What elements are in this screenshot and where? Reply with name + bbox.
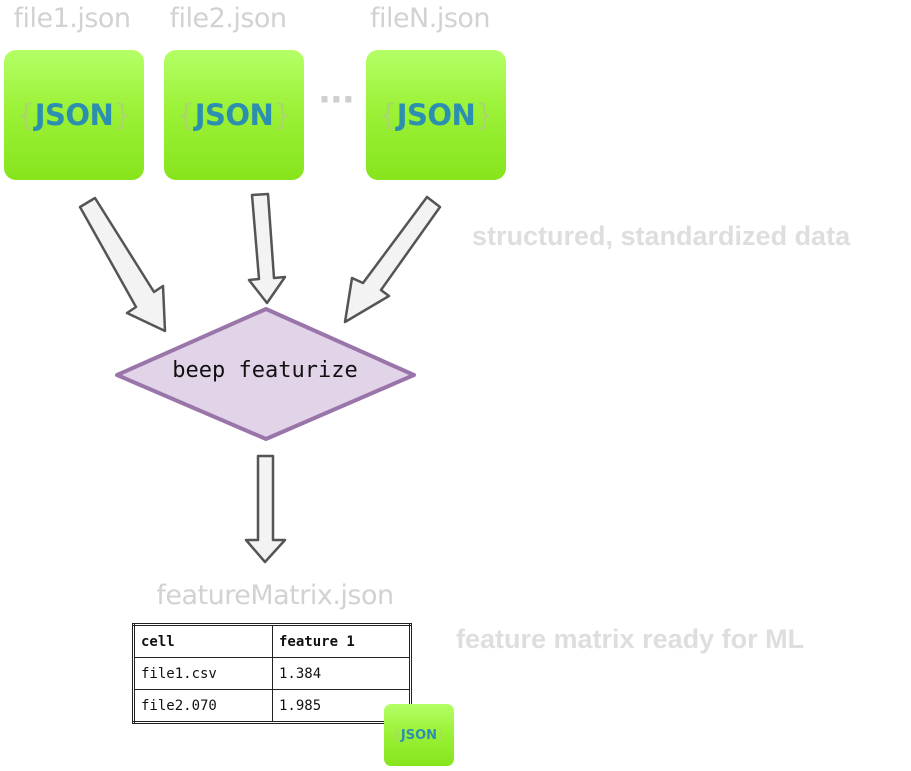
arrow-file1-to-featurize <box>78 196 167 333</box>
fileN-filename: fileN.json <box>369 3 491 34</box>
table-cell: file2.070 <box>133 689 273 723</box>
output-json-label: JSON <box>400 727 438 743</box>
brace-open: { <box>392 727 401 743</box>
arrow-fileN-to-featurize <box>343 195 442 324</box>
file2-json-icon: {JSON} <box>164 50 304 180</box>
table-row: file1.csv 1.384 <box>133 657 411 690</box>
file1-json-label: JSON <box>34 98 114 132</box>
header-cell: cell <box>133 624 273 658</box>
file1-json-icon: {JSON} <box>4 50 144 180</box>
file2-filename: file2.json <box>169 3 287 34</box>
output-json-icon: {JSON} <box>384 704 454 766</box>
brace-close: } <box>437 727 446 743</box>
file1-filename: file1.json <box>13 3 131 34</box>
arrow-featurize-to-matrix <box>244 454 287 564</box>
structured-data-note: structured, standardized data <box>472 221 851 251</box>
header-feature-1: feature 1 <box>272 624 411 658</box>
fileN-json-icon: {JSON} <box>366 50 506 180</box>
brace-close: } <box>475 98 494 132</box>
table-cell: 1.384 <box>272 657 411 690</box>
brace-open: { <box>176 98 195 132</box>
table-header-row: cell feature 1 <box>133 624 411 658</box>
ellipsis: ··· <box>318 80 355 120</box>
featurize-diamond <box>115 307 416 441</box>
featurize-label: beep featurize <box>172 358 358 383</box>
feature-matrix-note: feature matrix ready for ML <box>456 624 805 654</box>
feature-matrix-table: cell feature 1 file1.csv 1.384 file2.070… <box>132 623 412 724</box>
brace-close: } <box>113 98 132 132</box>
brace-open: { <box>378 98 397 132</box>
brace-open: { <box>16 98 35 132</box>
file2-json-label: JSON <box>194 98 274 132</box>
table-cell: file1.csv <box>133 657 273 690</box>
table-row: file2.070 1.985 <box>133 689 411 723</box>
arrow-file2-to-featurize <box>247 192 287 305</box>
feature-matrix-filename: featureMatrix.json <box>156 580 394 611</box>
fileN-json-label: JSON <box>396 98 476 132</box>
brace-close: } <box>273 98 292 132</box>
